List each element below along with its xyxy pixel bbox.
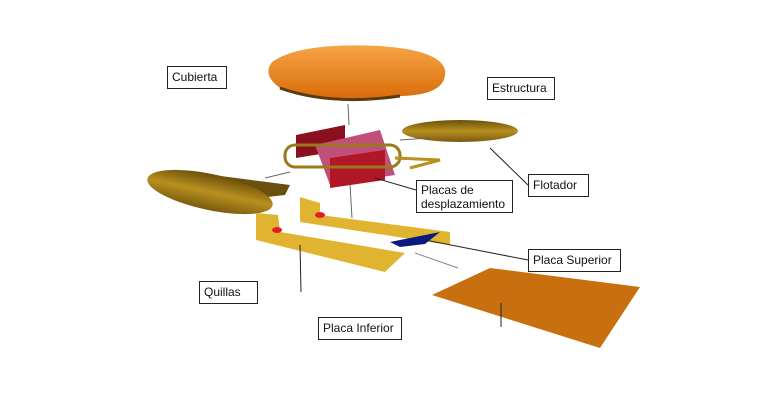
- deck-shape: [268, 45, 446, 102]
- float-connector-line: [264, 171, 291, 179]
- label-placas-line2: desplazamiento: [421, 197, 506, 211]
- float-shape: [147, 120, 518, 215]
- label-placa-superior: Placa Superior: [528, 249, 621, 272]
- label-placas-line1: Placas de: [421, 183, 474, 197]
- top-plate-shape: [390, 232, 440, 247]
- top-plate-leader-line: [424, 239, 529, 261]
- label-estructura: Estructura: [487, 77, 555, 100]
- plates-leader-line: [374, 177, 417, 191]
- float-connector-line: [399, 137, 431, 141]
- keel-connector-line: [414, 252, 459, 269]
- label-placa-inferior: Placa Inferior: [318, 317, 402, 340]
- deck-leader-line: [347, 103, 350, 126]
- label-quillas: Quillas: [199, 281, 258, 304]
- float-leader-line: [489, 147, 529, 186]
- label-cubierta: Cubierta: [167, 66, 227, 89]
- label-flotador: Flotador: [528, 174, 589, 197]
- bottom-plate-shape: [432, 268, 640, 348]
- structure-leader-line: [349, 184, 353, 219]
- label-placas-desplazamiento: Placas de desplazamiento: [416, 180, 513, 213]
- keels-shape: [256, 197, 450, 272]
- keels-leader-line: [299, 244, 302, 293]
- structure-shape: [283, 125, 441, 188]
